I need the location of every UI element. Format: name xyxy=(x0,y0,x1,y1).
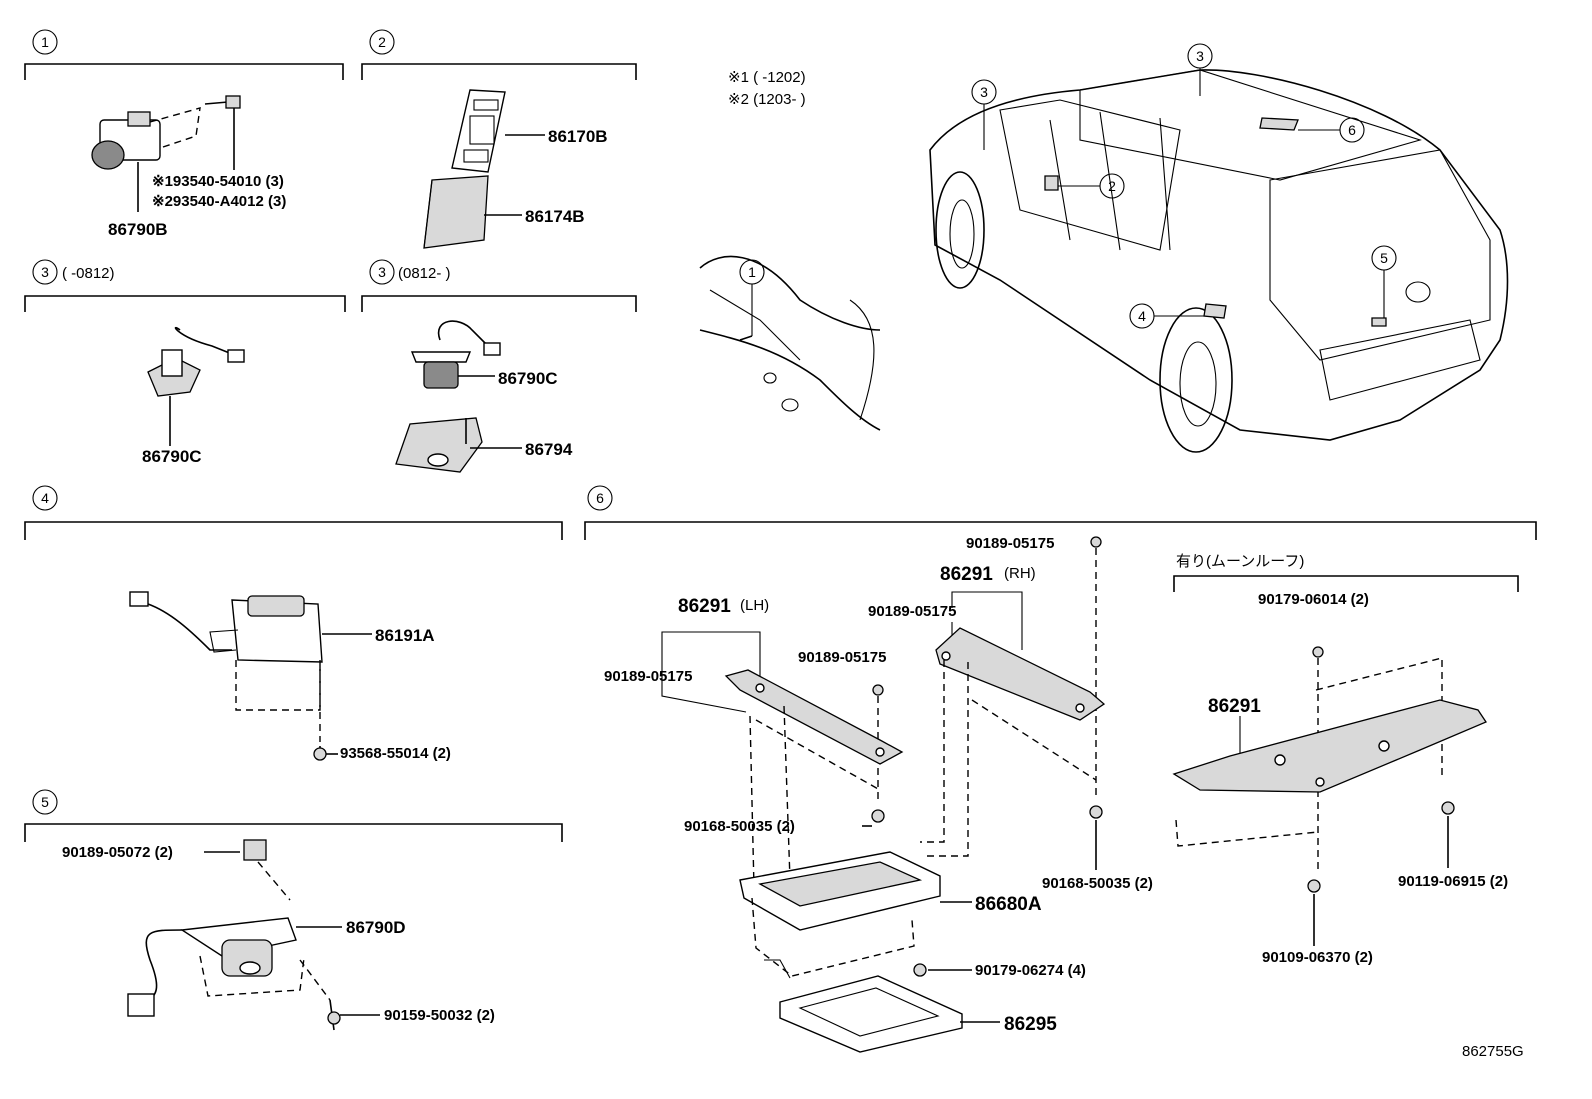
bracket-86291-rh-drawing xyxy=(920,627,1106,857)
section-5: 5 90189-05072 (2) 86790D 90159-50032 (2) xyxy=(24,789,563,1031)
section-4-bracket xyxy=(24,521,563,540)
bracket-86794-drawing xyxy=(395,417,522,473)
vehicle-callout-4-num: 4 xyxy=(1138,308,1146,324)
part-90189-05175-lh-label: 90189-05175 xyxy=(604,668,692,685)
part-86790C-a-label: 86790C xyxy=(142,447,202,466)
diagram-id: 862755G xyxy=(1462,1043,1524,1060)
section-5-callout xyxy=(32,789,58,815)
part-90179-06274-label: 90179-06274 (4) xyxy=(975,962,1086,979)
vehicle-rear-view xyxy=(929,69,1509,453)
vehicle-callout-1-num: 1 xyxy=(748,264,756,280)
section-2-bracket xyxy=(361,63,637,80)
part-90119-06915-label: 90119-06915 (2) xyxy=(1398,873,1508,890)
lamp-86790C-b-drawing xyxy=(410,320,501,389)
overhead-console-86680A-drawing xyxy=(739,851,972,979)
section-6-bracket xyxy=(584,521,1537,540)
part-86295-label: 86295 xyxy=(1004,1014,1057,1035)
bracket-86291-moonroof-drawing xyxy=(1172,699,1487,793)
moonroof-note: 有り(ムーンルーフ) xyxy=(1176,553,1304,570)
remote-holder-drawing xyxy=(423,175,522,249)
part-90189-05175-mid-label: 90189-05175 xyxy=(798,649,886,666)
section-1: 1 ※193540-54010 (3) ※293540-A4012 (3) 86… xyxy=(24,29,344,239)
camera-86790D-drawing xyxy=(127,839,380,1031)
part-86790C-b-label: 86790C xyxy=(498,369,558,388)
section-6-number: 6 xyxy=(596,490,604,506)
part-86174B-label: 86174B xyxy=(525,207,585,226)
part-90109-06370-label: 90109-06370 (2) xyxy=(1262,949,1373,966)
part-93540-A4012-label: ※293540-A4012 (3) xyxy=(152,193,286,210)
part-90168-50035-b-label: 90168-50035 (2) xyxy=(1042,875,1153,892)
switch-86191A-drawing xyxy=(129,591,372,761)
part-93540-54010-label: ※193540-54010 (3) xyxy=(152,173,284,190)
part-93568-55014-label: 93568-55014 (2) xyxy=(340,745,451,762)
section-1-number: 1 xyxy=(41,34,49,50)
part-90189-05175-top-label: 90189-05175 xyxy=(966,535,1054,552)
section-3b-bracket xyxy=(361,295,637,312)
vehicle-front-detail xyxy=(699,255,881,431)
vehicle-callouts: 3 3 6 2 1 5 4 xyxy=(739,43,1397,336)
section-3b-callout xyxy=(369,259,395,285)
section-4-callout xyxy=(32,485,58,511)
section-6: 6 90189-05175 86291 (RH) 90189-05175 862… xyxy=(584,485,1537,1053)
part-86291-lh-label: 86291 xyxy=(678,596,731,617)
section-3b-range: (0812- ) xyxy=(398,265,451,282)
part-86170B-label: 86170B xyxy=(548,127,608,146)
section-3a-bracket xyxy=(24,295,346,312)
section-1-bracket xyxy=(24,63,344,80)
part-90168-50035-a-label: 90168-50035 (2) xyxy=(684,818,795,835)
remote-control-drawing xyxy=(451,89,545,173)
vehicle-callout-5-num: 5 xyxy=(1380,250,1388,266)
section-5-bracket xyxy=(24,823,563,842)
lamp-86790C-a-drawing xyxy=(147,326,245,446)
part-86680A-label: 86680A xyxy=(975,894,1042,915)
section-4: 4 86191A 93568-55014 (2) xyxy=(24,485,563,762)
section-3a-number: 3 xyxy=(41,264,49,280)
part-90159-50032-label: 90159-50032 (2) xyxy=(384,1007,495,1024)
part-90179-06014-label: 90179-06014 (2) xyxy=(1258,591,1369,608)
vehicle-callout-3-right-num: 3 xyxy=(1196,48,1204,64)
bezel-86295-drawing xyxy=(779,975,1000,1053)
part-86790B-label: 86790B xyxy=(108,220,168,239)
part-86291-rh-side: (RH) xyxy=(1004,565,1036,582)
moonroof-bracket xyxy=(1173,575,1519,592)
part-90189-05072-label: 90189-05072 (2) xyxy=(62,844,173,861)
section-1-callout xyxy=(32,29,58,55)
note-1: ※1 ( -1202) xyxy=(728,69,806,86)
part-90189-05175-rh-label: 90189-05175 xyxy=(868,603,956,620)
part-86794-label: 86794 xyxy=(525,440,573,459)
part-86790D-label: 86790D xyxy=(346,918,406,937)
vehicle-callout-2-num: 2 xyxy=(1108,178,1116,194)
section-2-number: 2 xyxy=(378,34,386,50)
part-86291-rh-label: 86291 xyxy=(940,564,993,585)
section-6-callout xyxy=(587,485,613,511)
vehicle-callout-6-num: 6 xyxy=(1348,122,1356,138)
part-86291-lh-side: (LH) xyxy=(740,597,769,614)
part-86191A-label: 86191A xyxy=(375,626,435,645)
section-2-callout xyxy=(369,29,395,55)
actuator-86790B-drawing xyxy=(91,95,241,212)
part-86291-moon-label: 86291 xyxy=(1208,696,1261,717)
section-3a-range: ( -0812) xyxy=(62,265,115,282)
section-5-number: 5 xyxy=(41,794,49,810)
section-3a-callout xyxy=(32,259,58,285)
section-3a: 3 ( -0812) 86790C xyxy=(24,259,346,466)
section-3b: 3 (0812- ) 86790C 86794 xyxy=(361,259,637,473)
section-3b-number: 3 xyxy=(378,264,386,280)
section-4-number: 4 xyxy=(41,490,49,506)
note-2: ※2 (1203- ) xyxy=(728,91,806,108)
bracket-86291-lh-drawing xyxy=(724,669,904,889)
section-2: 2 86170B 86174B xyxy=(361,29,637,249)
vehicle-callout-3-left-num: 3 xyxy=(980,84,988,100)
